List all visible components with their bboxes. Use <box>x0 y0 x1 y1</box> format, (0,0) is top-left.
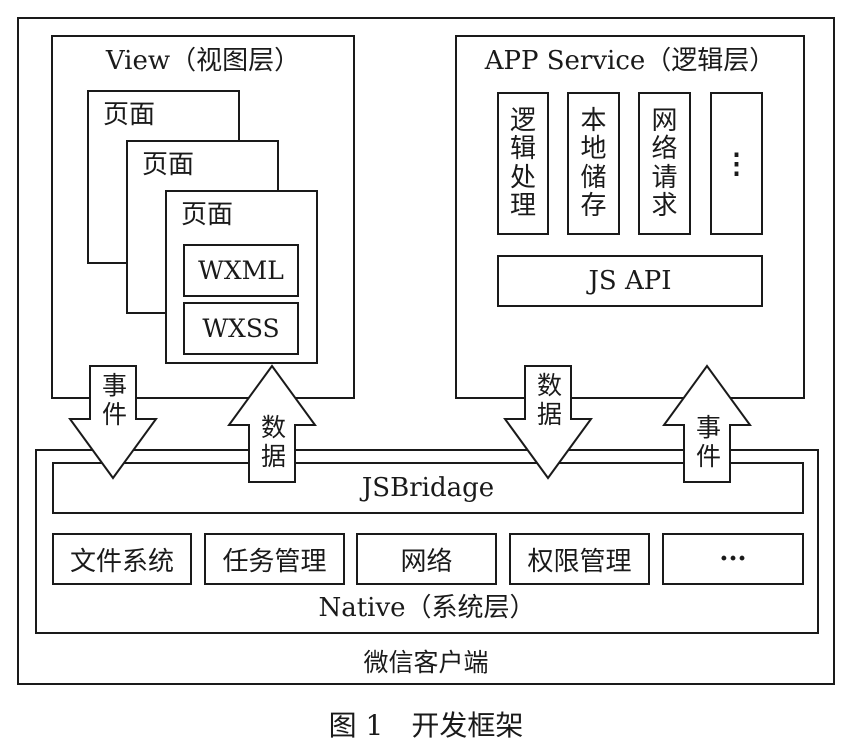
service-title: APP Service（逻辑层） <box>484 46 776 76</box>
arrow-label-view-down: 事件 <box>96 372 130 430</box>
view-title: View（视图层） <box>105 46 301 76</box>
arrow-label-text: 事件 <box>98 372 128 430</box>
native-module: 文件系统 <box>52 533 192 585</box>
wxml-file: WXML <box>183 244 299 297</box>
page-label: 页面 <box>103 100 156 130</box>
service-module: 逻辑处理 <box>497 92 549 235</box>
service-module-char: 存 <box>580 190 607 221</box>
js-api-bar: JS API <box>497 255 763 307</box>
native-title: Native（系统层） <box>318 593 536 623</box>
arrow-label-view-up: 数据 <box>255 414 289 472</box>
native-module: 任务管理 <box>204 533 345 585</box>
native-module-label: 文件系统 <box>69 546 174 577</box>
service-module-char: 理 <box>509 190 536 221</box>
native-module: 网络 <box>356 533 497 585</box>
wxss-file: WXSS <box>183 302 299 355</box>
native-module-label: 权限管理 <box>527 546 632 577</box>
native-module: 权限管理 <box>509 533 650 585</box>
service-module-char: 求 <box>651 190 678 221</box>
arrow-label-text: 事件 <box>692 414 722 472</box>
native-module: ··· <box>662 533 804 585</box>
arrow-label-service-up: 事件 <box>690 414 724 472</box>
service-module-char: 辑 <box>509 134 536 165</box>
service-module-char: 网 <box>651 106 678 137</box>
service-module: 本地储存 <box>567 92 620 235</box>
jsbridge-label: JSBridage <box>361 473 495 503</box>
arrow-down-icon <box>503 365 593 480</box>
native-module-label: 任务管理 <box>222 546 327 577</box>
js-api-label: JS API <box>588 266 672 296</box>
arrow-up-icon <box>662 364 752 483</box>
service-module-char: 逻 <box>509 106 536 137</box>
service-module-char: 处 <box>509 162 536 193</box>
more-icon: ⋮ <box>722 147 751 180</box>
service-module-char: 储 <box>580 162 607 193</box>
service-module-char: 请 <box>651 162 678 193</box>
service-module: ⋮ <box>710 92 763 235</box>
arrow-label-text: 数据 <box>533 372 563 430</box>
native-module-label: ··· <box>719 544 747 574</box>
client-label: 微信客户端 <box>363 648 489 677</box>
wxss-label: WXSS <box>202 314 280 343</box>
page-label: 页面 <box>142 150 195 180</box>
jsbridge-bar: JSBridage <box>52 462 804 514</box>
service-module: 网络请求 <box>638 92 691 235</box>
figure-caption: 图 1 开发框架 <box>328 709 524 742</box>
arrow-up-icon <box>227 364 317 483</box>
arrow-down-icon <box>68 365 158 480</box>
service-module-char: 络 <box>651 134 678 165</box>
arrow-label-service-down: 数据 <box>531 372 565 430</box>
service-module-char: 地 <box>580 134 607 165</box>
page-label: 页面 <box>181 200 234 230</box>
arrow-label-text: 数据 <box>257 414 287 472</box>
wxml-label: WXML <box>198 256 284 285</box>
native-module-label: 网络 <box>400 546 453 577</box>
service-module-char: 本 <box>580 106 607 137</box>
